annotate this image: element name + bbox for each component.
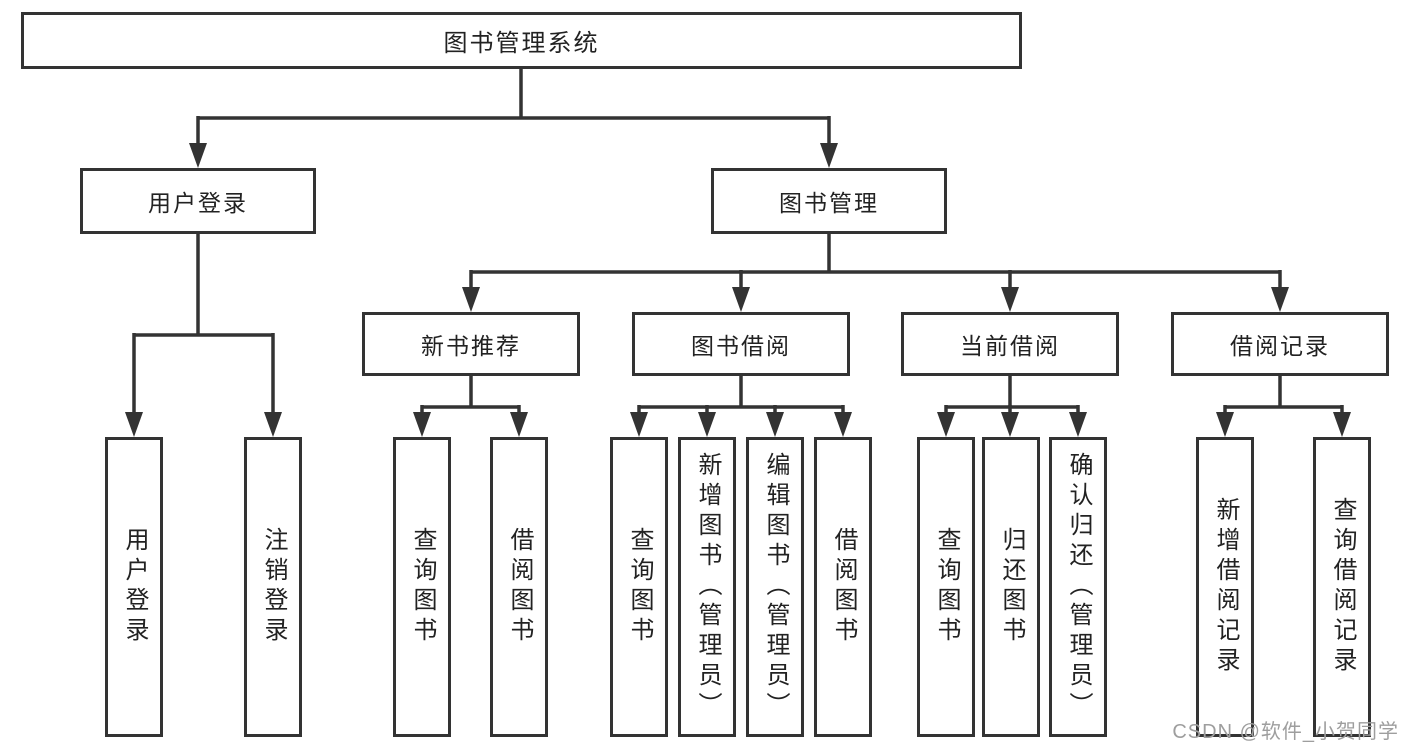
leaf-edit-book-admin: 编辑图书（管理员） xyxy=(746,437,804,737)
leaf-label: 归还图书 xyxy=(998,527,1025,647)
node-new-book-recommend: 新书推荐 xyxy=(362,312,580,376)
node-borrowing-records: 借阅记录 xyxy=(1171,312,1389,376)
leaf-add-book-admin: 新增图书（管理员） xyxy=(678,437,736,737)
leaf-borrow-books: 借阅图书 xyxy=(814,437,872,737)
node-label: 用户登录 xyxy=(148,190,248,216)
leaf-confirm-return-admin: 确认归还（管理员） xyxy=(1049,437,1107,737)
leaf-label: 借阅图书 xyxy=(830,527,857,647)
leaf-label: 查询图书 xyxy=(933,527,960,647)
leaf-label: 新增借阅记录 xyxy=(1212,497,1239,677)
leaf-search-books-recommend: 查询图书 xyxy=(393,437,451,737)
leaf-add-borrow-record: 新增借阅记录 xyxy=(1196,437,1254,737)
leaf-label: 查询图书 xyxy=(409,527,436,647)
node-label: 图书管理 xyxy=(779,190,879,216)
leaf-return-books: 归还图书 xyxy=(982,437,1040,737)
leaf-logout: 注销登录 xyxy=(244,437,302,737)
node-current-borrowing: 当前借阅 xyxy=(901,312,1119,376)
leaf-label: 确认归还（管理员） xyxy=(1065,452,1092,722)
leaf-label: 查询借阅记录 xyxy=(1329,497,1356,677)
node-label: 新书推荐 xyxy=(421,333,521,359)
leaf-search-books-borrowing: 查询图书 xyxy=(610,437,668,737)
node-label: 图书借阅 xyxy=(691,333,791,359)
leaf-label: 新增图书（管理员） xyxy=(694,452,721,722)
node-book-borrowing: 图书借阅 xyxy=(632,312,850,376)
leaf-label: 查询图书 xyxy=(626,527,653,647)
leaf-label: 用户登录 xyxy=(121,527,148,647)
leaf-search-borrow-record: 查询借阅记录 xyxy=(1313,437,1371,737)
leaf-label: 借阅图书 xyxy=(506,527,533,647)
leaf-search-books-current: 查询图书 xyxy=(917,437,975,737)
arrowheads xyxy=(125,143,1351,437)
node-label: 当前借阅 xyxy=(960,333,1060,359)
node-book-management: 图书管理 xyxy=(711,168,947,234)
node-library-management-system: 图书管理系统 xyxy=(21,12,1022,69)
leaf-user-login: 用户登录 xyxy=(105,437,163,737)
leaf-label: 注销登录 xyxy=(260,527,287,647)
leaf-borrow-books-recommend: 借阅图书 xyxy=(490,437,548,737)
node-user-login: 用户登录 xyxy=(80,168,316,234)
leaf-label: 编辑图书（管理员） xyxy=(762,452,789,722)
csdn-watermark: CSDN @软件_小贺同学 xyxy=(1172,721,1399,743)
node-label: 借阅记录 xyxy=(1230,333,1330,359)
node-label: 图书管理系统 xyxy=(443,30,600,57)
